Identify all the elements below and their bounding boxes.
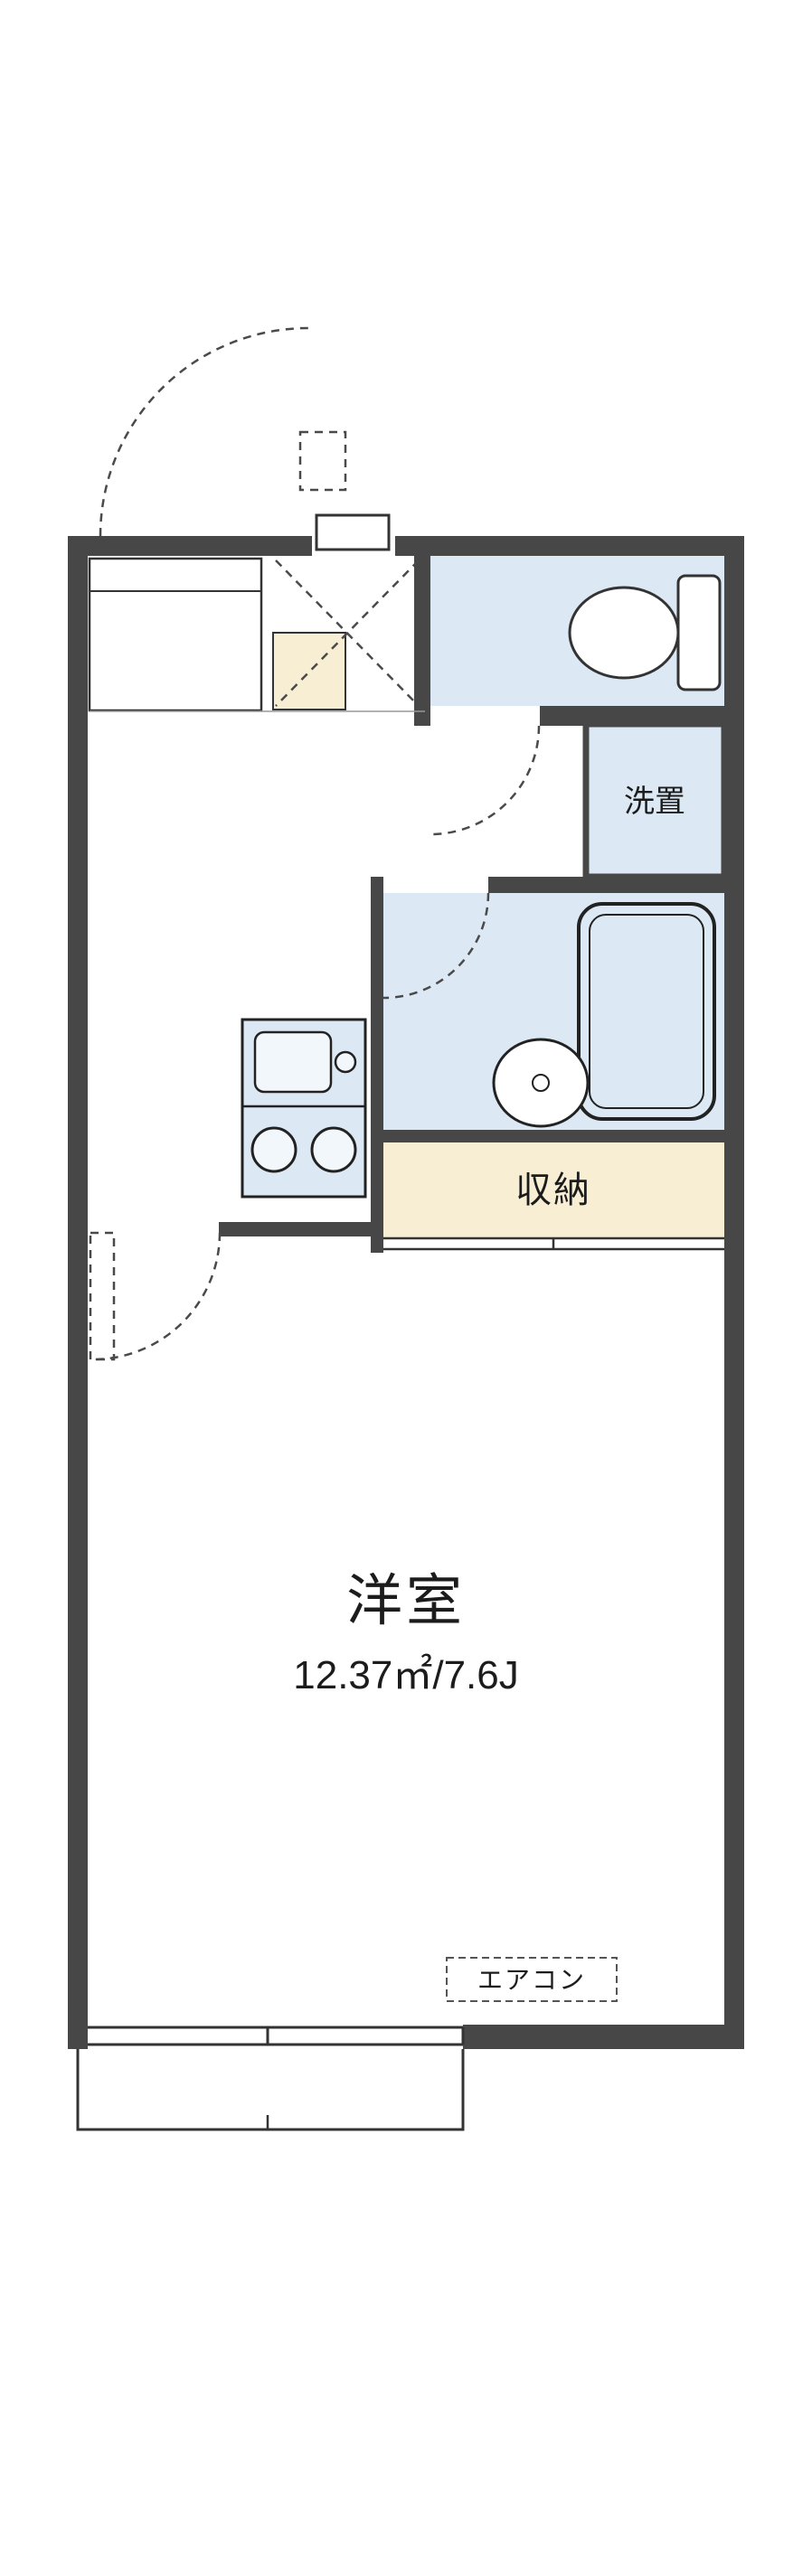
entrance-door-leaf bbox=[315, 513, 391, 551]
aircon-marker: エアコン bbox=[446, 1957, 618, 2002]
toilet-icon bbox=[568, 574, 722, 691]
toilet-door-arc bbox=[430, 725, 541, 836]
hall-opening-cross-line bbox=[275, 559, 420, 707]
wall-segment bbox=[463, 2025, 744, 2049]
bathroom-door-arc bbox=[382, 892, 490, 1000]
stove-burner-icon bbox=[250, 1126, 297, 1173]
closet-label: 収納 bbox=[515, 1170, 591, 1210]
closet-floor bbox=[383, 1142, 724, 1238]
walls bbox=[68, 536, 744, 2049]
kitchen-counter bbox=[241, 1018, 367, 1199]
wall-segment bbox=[383, 1130, 724, 1142]
closet-sliding-doors bbox=[383, 1236, 724, 1251]
entrance-door-arc bbox=[99, 326, 309, 537]
washbasin-drain bbox=[532, 1074, 550, 1092]
floor-areas bbox=[272, 556, 724, 1238]
wall-segment bbox=[68, 536, 312, 556]
aircon-label: エアコン bbox=[477, 1966, 586, 1994]
wall-segment bbox=[488, 877, 724, 893]
aircon-box bbox=[446, 1957, 618, 2002]
room-door-arc bbox=[92, 1232, 222, 1361]
wall-segment bbox=[68, 556, 88, 2049]
window-and-balcony bbox=[76, 2026, 465, 2131]
wall-segment bbox=[414, 556, 430, 726]
kitchen-sink-icon bbox=[253, 1030, 333, 1094]
laundry-label: 洗置 bbox=[624, 785, 685, 819]
wall-segment bbox=[371, 877, 383, 1253]
door-swings bbox=[89, 326, 541, 1361]
entrance-door-open-leaf bbox=[298, 430, 347, 492]
stove-burner-icon bbox=[310, 1126, 357, 1173]
washbasin-icon bbox=[492, 1038, 590, 1128]
main-room: 洋室 12.37㎡/7.6J bbox=[293, 1570, 519, 1697]
wall-segment bbox=[724, 556, 744, 2049]
bathroom-fixtures bbox=[492, 902, 716, 1128]
closet-area: 収納 bbox=[383, 1170, 724, 1251]
toilet-tank bbox=[676, 574, 722, 691]
toilet-bowl bbox=[568, 586, 680, 680]
bathtub-inner-line bbox=[589, 914, 704, 1109]
laundry-area: 洗置 bbox=[582, 720, 728, 880]
kitchen-faucet-icon bbox=[334, 1050, 357, 1074]
laundry-box bbox=[582, 720, 728, 880]
main-room-size-label: 12.37㎡/7.6J bbox=[293, 1653, 519, 1697]
wall-segment bbox=[395, 536, 744, 556]
entrance-area bbox=[88, 513, 425, 712]
room-door-open-leaf bbox=[89, 1231, 116, 1361]
balcony-outline bbox=[76, 2049, 465, 2131]
main-room-label: 洋室 bbox=[346, 1570, 466, 1632]
bathtub-icon bbox=[577, 902, 716, 1121]
shoe-cabinet bbox=[88, 557, 263, 712]
wall-segment bbox=[219, 1222, 371, 1236]
